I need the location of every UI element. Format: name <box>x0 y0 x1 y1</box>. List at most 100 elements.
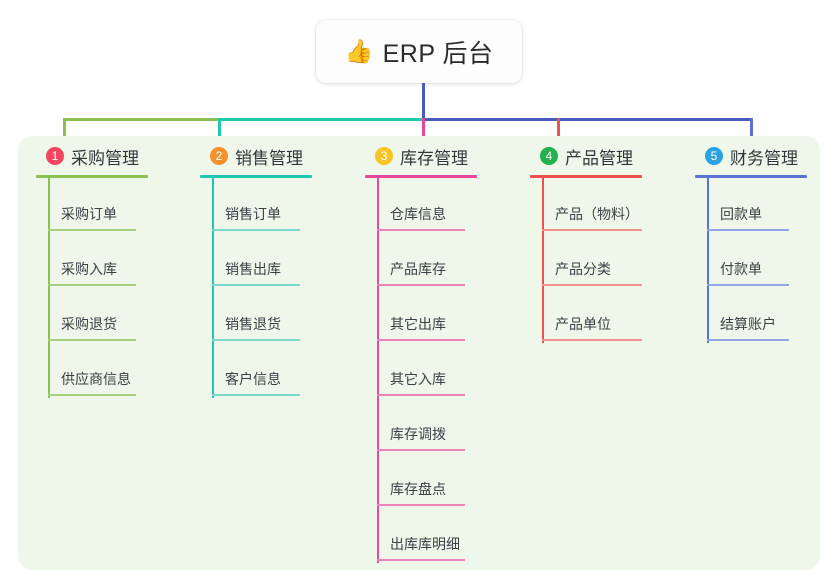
branch-item-underline <box>542 229 642 231</box>
branch-column-1: 1 采购管理采购订单采购入库采购退货供应商信息 <box>36 142 148 398</box>
root-title-label: ERP 后台 <box>382 39 494 68</box>
branch-column-2: 2 销售管理销售订单销售出库销售退货客户信息 <box>200 142 312 398</box>
branch-item-underline <box>377 559 465 561</box>
branch-item[interactable]: 仓库信息 <box>365 178 477 233</box>
branch-item-label: 采购入库 <box>61 261 117 277</box>
branch-item-underline <box>377 504 465 506</box>
branch-item-label: 回款单 <box>720 206 762 222</box>
thumbs-up-icon: 👍 <box>344 38 374 64</box>
branch-number-badge: 2 <box>210 147 228 165</box>
branch-item[interactable]: 回款单 <box>695 178 807 233</box>
branch-item[interactable]: 采购入库 <box>36 233 148 288</box>
branch-item[interactable]: 采购订单 <box>36 178 148 233</box>
branch-item[interactable]: 产品单位 <box>530 288 642 343</box>
root-node-title: 👍 ERP 后台 <box>344 34 493 70</box>
branch-items: 仓库信息产品库存其它出库其它入库库存调拨库存盘点出库库明细 <box>365 178 477 563</box>
branch-items: 回款单付款单结算账户 <box>695 178 807 343</box>
branch-item-label: 库存调拨 <box>390 426 446 442</box>
branch-items: 产品（物料） 产品分类产品单位 <box>530 178 642 343</box>
branch-title-label: 销售管理 <box>235 148 303 168</box>
branch-item-underline <box>48 394 136 396</box>
branch-item-underline <box>377 394 465 396</box>
branch-item-label: 供应商信息 <box>61 371 131 387</box>
branch-item[interactable]: 供应商信息 <box>36 343 148 398</box>
branch-spine <box>48 178 50 398</box>
branch-spine <box>212 178 214 398</box>
branch-item[interactable]: 产品分类 <box>530 233 642 288</box>
branch-item-underline <box>542 339 642 341</box>
branch-item[interactable]: 其它入库 <box>365 343 477 398</box>
branch-header-underline <box>530 175 642 178</box>
branch-item[interactable]: 库存盘点 <box>365 453 477 508</box>
branch-item-label: 产品库存 <box>390 261 446 277</box>
branch-item-underline <box>377 449 465 451</box>
branch-item-underline <box>48 284 136 286</box>
branch-item[interactable]: 结算账户 <box>695 288 807 343</box>
branch-item-label: 库存盘点 <box>390 481 446 497</box>
branch-item[interactable]: 销售出库 <box>200 233 312 288</box>
branch-item-underline <box>542 284 642 286</box>
branch-title-label: 库存管理 <box>400 148 468 168</box>
branch-item-label: 其它出库 <box>390 316 446 332</box>
branch-item-underline <box>212 284 300 286</box>
branches-panel <box>18 136 820 570</box>
branch-item-label: 产品单位 <box>555 316 611 332</box>
branch-header-underline <box>36 175 148 178</box>
branch-item-label: 销售退货 <box>225 316 281 332</box>
branch-column-3: 3 库存管理仓库信息产品库存其它出库其它入库库存调拨库存盘点出库库明细 <box>365 142 477 563</box>
branch-item[interactable]: 出库库明细 <box>365 508 477 563</box>
branch-item-label: 采购退货 <box>61 316 117 332</box>
branch-number-badge: 1 <box>46 147 64 165</box>
branch-item-label: 仓库信息 <box>390 206 446 222</box>
branch-header-1[interactable]: 1 采购管理 <box>36 142 148 170</box>
branch-item[interactable]: 采购退货 <box>36 288 148 343</box>
branch-item[interactable]: 产品库存 <box>365 233 477 288</box>
branch-header-underline <box>365 175 477 178</box>
branch-header-underline <box>200 175 312 178</box>
branch-spine <box>542 178 544 343</box>
branch-item[interactable]: 库存调拨 <box>365 398 477 453</box>
branch-number-badge: 3 <box>375 147 393 165</box>
branch-item-underline <box>707 284 789 286</box>
branch-item-label: 其它入库 <box>390 371 446 387</box>
branch-header-underline <box>695 175 807 178</box>
branch-item-underline <box>212 394 300 396</box>
branch-item-underline <box>707 339 789 341</box>
branch-item-underline <box>48 339 136 341</box>
bar-segment-green <box>63 118 218 121</box>
branch-title-label: 产品管理 <box>565 148 633 168</box>
branch-spine <box>377 178 379 563</box>
branch-item[interactable]: 客户信息 <box>200 343 312 398</box>
branch-item[interactable]: 销售退货 <box>200 288 312 343</box>
branch-item-underline <box>48 229 136 231</box>
branch-item[interactable]: 销售订单 <box>200 178 312 233</box>
branch-items: 销售订单销售出库销售退货客户信息 <box>200 178 312 398</box>
branch-column-4: 4 产品管理产品（物料） 产品分类产品单位 <box>530 142 642 343</box>
branch-header-2[interactable]: 2 销售管理 <box>200 142 312 170</box>
branch-item-label: 采购订单 <box>61 206 117 222</box>
branch-spine <box>707 178 709 343</box>
branch-header-4[interactable]: 4 产品管理 <box>530 142 642 170</box>
branch-item-label: 产品分类 <box>555 261 611 277</box>
branch-item-label: 结算账户 <box>720 316 776 332</box>
branch-number-badge: 5 <box>705 147 723 165</box>
branch-item-label: 客户信息 <box>225 371 281 387</box>
branch-title-label: 采购管理 <box>71 148 139 168</box>
branch-header-3[interactable]: 3 库存管理 <box>365 142 477 170</box>
trunk-line <box>422 83 425 121</box>
branch-number-badge: 4 <box>540 147 558 165</box>
branch-item[interactable]: 产品（物料） <box>530 178 642 233</box>
root-node-card[interactable]: 👍 ERP 后台 <box>316 20 522 83</box>
branch-item[interactable]: 其它出库 <box>365 288 477 343</box>
branch-item-label: 付款单 <box>720 261 762 277</box>
branch-item-underline <box>212 339 300 341</box>
branch-item-label: 销售订单 <box>225 206 281 222</box>
branch-item[interactable]: 付款单 <box>695 233 807 288</box>
branch-item-label: 出库库明细 <box>390 536 460 552</box>
branch-item-label: 产品（物料） <box>555 206 639 222</box>
branch-item-underline <box>707 229 789 231</box>
branch-item-underline <box>377 229 465 231</box>
branch-items: 采购订单采购入库采购退货供应商信息 <box>36 178 148 398</box>
